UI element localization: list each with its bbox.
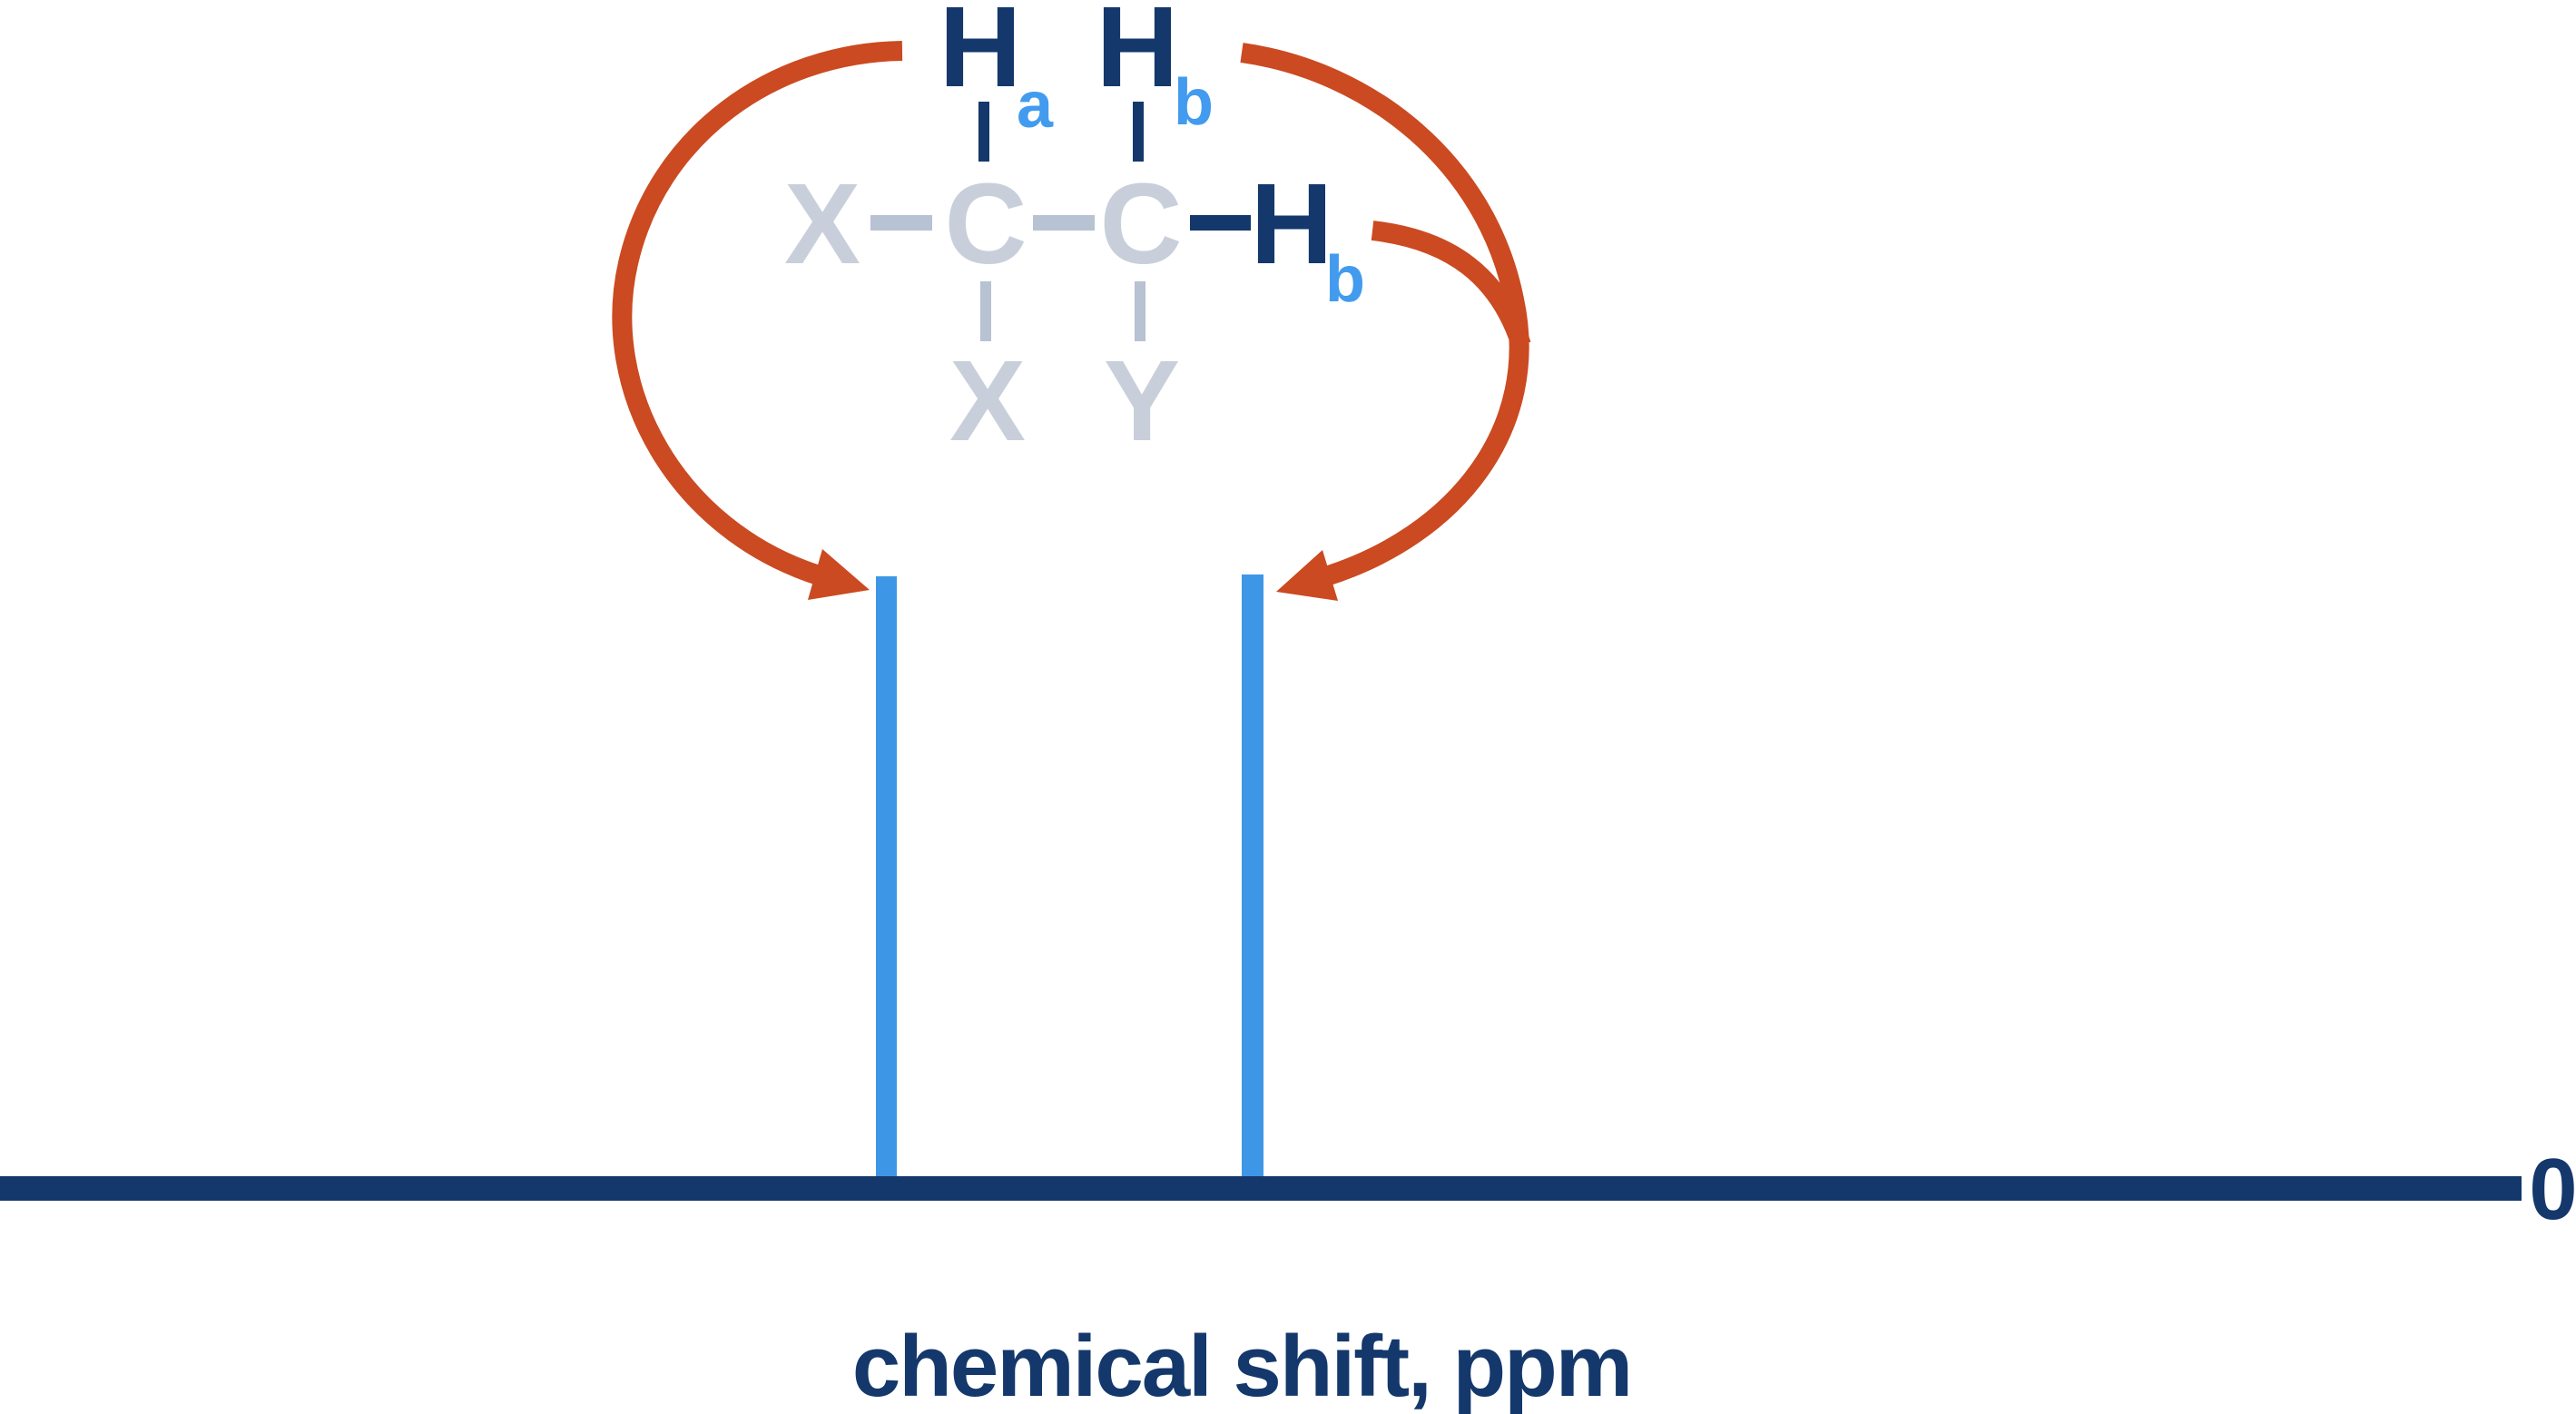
origin-tick-label: 0 bbox=[2529, 1141, 2576, 1238]
atom-hb-side: H bbox=[1251, 160, 1333, 288]
coupling-arrows bbox=[612, 41, 1531, 601]
atom-ha: H bbox=[939, 0, 1022, 111]
arrowhead-right-peak-icon bbox=[1276, 550, 1338, 601]
bond-hb-c2 bbox=[1133, 102, 1144, 162]
atom-ha-subscript: a bbox=[1017, 69, 1054, 142]
arrow-ha-to-left-peak-curve bbox=[612, 41, 903, 585]
bond-c1-x-bottom bbox=[980, 281, 991, 341]
arrow-hb-top-to-right-peak-curve bbox=[1240, 43, 1529, 587]
bond-c1-c2 bbox=[1033, 215, 1095, 231]
spectrum: 0 chemical shift, ppm bbox=[0, 574, 2576, 1414]
peak-hb bbox=[1242, 574, 1263, 1190]
bond-ha-c1 bbox=[978, 102, 989, 162]
atom-x-left: X bbox=[784, 160, 860, 288]
molecule-structure: H a H b X C C H b X Y bbox=[784, 0, 1365, 465]
bond-c2-hb-side bbox=[1190, 215, 1251, 231]
atom-hb-side-subscript: b bbox=[1325, 243, 1365, 316]
atom-c2: C bbox=[1100, 160, 1183, 288]
atom-c1: C bbox=[945, 160, 1027, 288]
atom-y-bottom: Y bbox=[1104, 337, 1180, 465]
bond-c2-y-bottom bbox=[1135, 281, 1145, 341]
baseline-axis bbox=[0, 1176, 2522, 1201]
atom-hb-top: H bbox=[1096, 0, 1179, 111]
peak-ha bbox=[876, 576, 897, 1190]
atom-hb-top-subscript: b bbox=[1174, 66, 1214, 139]
arrowhead-left-peak-icon bbox=[808, 549, 870, 600]
bond-x-c1 bbox=[870, 215, 932, 231]
axis-label: chemical shift, ppm bbox=[852, 1318, 1631, 1414]
atom-x-bottom: X bbox=[949, 337, 1026, 465]
arrow-hb-side-to-right-peak-curve bbox=[1371, 221, 1531, 349]
